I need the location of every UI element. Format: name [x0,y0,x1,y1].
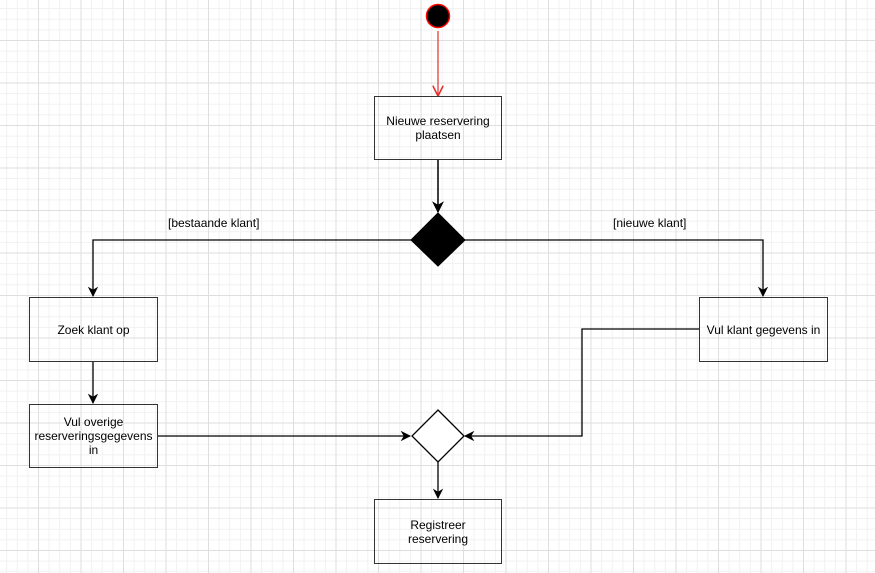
action-fill-customer-details[interactable]: Vul klant gegevens in [699,297,828,362]
action-new-reservation[interactable]: Nieuwe reservering plaatsen [374,96,502,160]
guard-new-customer: [nieuwe klant] [613,216,687,230]
action-label: Vul klant gegevens in [706,322,821,337]
action-fill-other-details[interactable]: Vul overige reserveringsgegevens in [29,404,158,468]
action-find-customer[interactable]: Zoek klant op [29,297,158,362]
action-register-reservation[interactable]: Registreer reservering [374,499,502,564]
initial-node[interactable] [425,3,451,29]
edge-decision-to-find [87,239,411,298]
action-label: Nieuwe reservering plaatsen [386,114,490,142]
guard-existing-customer: [bestaande klant] [168,216,260,230]
action-label: Registreer reservering [407,517,469,546]
action-label: Vul overige reserveringsgegevens in [34,415,153,457]
decision-node[interactable] [410,212,466,267]
merge-node[interactable] [411,409,465,463]
edge-decision-to-fill-customer [465,239,769,298]
edge-fill-customer-to-merge [463,328,700,442]
action-label: Zoek klant op [57,322,130,337]
